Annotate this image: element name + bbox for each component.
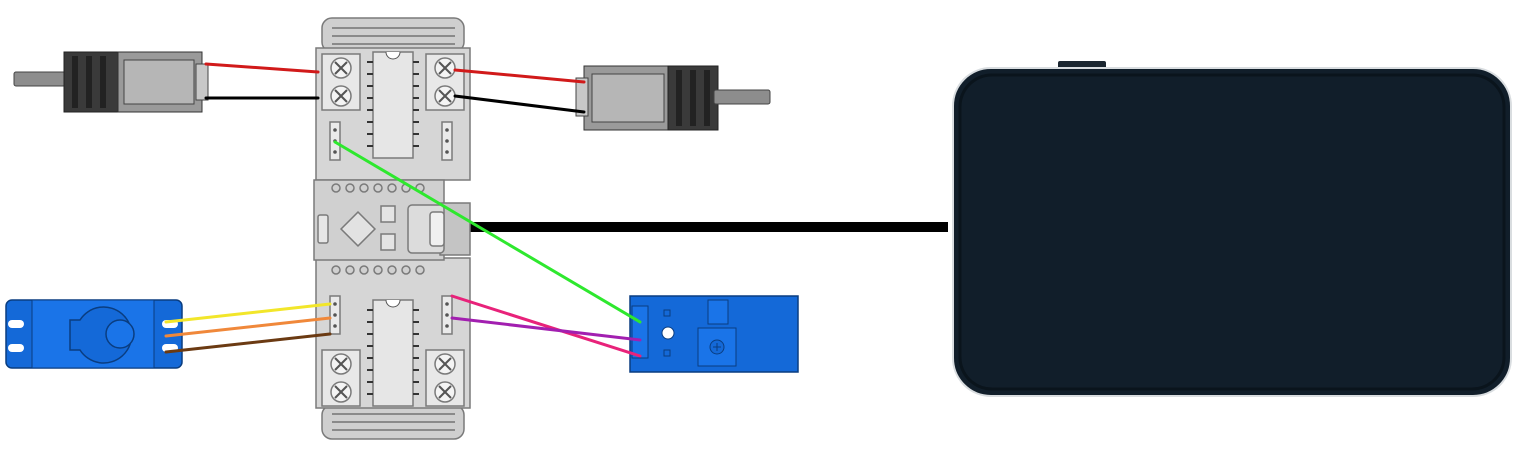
header-pins (333, 128, 449, 328)
wire-servo-brown (164, 332, 332, 354)
servo (5, 299, 183, 369)
wire-sensor-purple (450, 316, 642, 342)
controller-board (313, 17, 471, 440)
chip-notches (385, 51, 401, 308)
wire-servo-orange (164, 316, 332, 338)
chip-legs (367, 61, 419, 395)
wire-servo-yellow (164, 302, 332, 324)
sensor-module (629, 295, 799, 373)
motor-left (13, 51, 209, 113)
wire-motor-right-red (453, 68, 586, 84)
wire-sensor-pink (450, 294, 642, 358)
motor-right (575, 65, 771, 131)
power-bank (952, 61, 1512, 397)
wires (164, 62, 642, 358)
wire-sensor-green (333, 140, 642, 324)
wire-motor-left-red (204, 62, 320, 74)
wire-motor-right-black (453, 94, 586, 114)
